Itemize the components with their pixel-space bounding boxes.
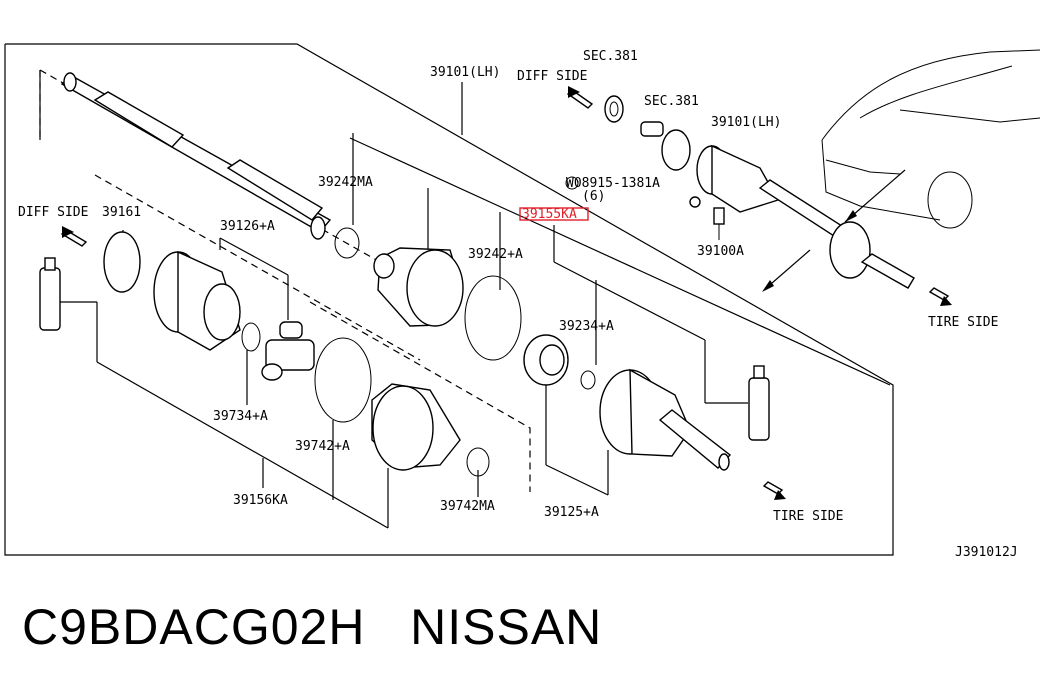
inner-race bbox=[523, 334, 569, 386]
label-39234a: 39234+A bbox=[559, 319, 614, 334]
label-39101-lh-right: 39101(LH) bbox=[711, 115, 781, 130]
boot-lower bbox=[371, 383, 461, 471]
driveshaft-assembly-right bbox=[696, 144, 915, 289]
diagram-frame bbox=[4, 43, 894, 556]
vehicle-location-icon bbox=[821, 49, 1041, 229]
leader-39125a-run bbox=[545, 464, 609, 496]
label-39125a: 39125+A bbox=[544, 505, 599, 520]
label-bolt-qty: (6) bbox=[582, 189, 605, 204]
part-39161-plate bbox=[103, 231, 141, 293]
part-number-caption: C9BDACG02H NISSAN bbox=[22, 599, 603, 655]
label-w08915-1381a: W08915-1381A bbox=[566, 176, 660, 191]
part-39742a-band bbox=[314, 337, 372, 423]
highlight-39155ka bbox=[519, 207, 589, 221]
axis-line-upper bbox=[349, 137, 891, 386]
leader-39126a-run bbox=[219, 237, 289, 276]
label-39242ma: 39242MA bbox=[318, 175, 373, 190]
boot-group-dash bbox=[309, 301, 531, 492]
label-sec381-b: SEC.381 bbox=[644, 94, 699, 109]
label-tire-side-right: TIRE SIDE bbox=[928, 315, 998, 330]
arrow-pointer-icon bbox=[762, 249, 811, 292]
label-39161: 39161 bbox=[102, 205, 141, 220]
label-diff-side-left: DIFF SIDE bbox=[18, 205, 88, 220]
label-39156ka: 39156KA bbox=[233, 493, 288, 508]
label-39155ka: 39155KA bbox=[522, 207, 577, 222]
arrow-diff-side-left-icon bbox=[60, 226, 88, 247]
arrow-tire-side-bottom-icon bbox=[762, 481, 786, 500]
label-39742ma: 39742MA bbox=[440, 499, 495, 514]
joint-group-dash bbox=[94, 174, 421, 361]
tripod-joint bbox=[261, 321, 315, 381]
washer-icon bbox=[689, 196, 701, 208]
label-diff-side-top: DIFF SIDE bbox=[517, 69, 587, 84]
grease-tube-right-icon bbox=[748, 365, 770, 441]
label-39100a: 39100A bbox=[697, 244, 744, 259]
seal-sec381-icon bbox=[604, 95, 624, 123]
leader-39155ka-run bbox=[553, 261, 706, 341]
part-39234a-ring bbox=[580, 370, 596, 390]
part-39734a-ring bbox=[241, 322, 261, 352]
label-39101-lh-top: 39101(LH) bbox=[430, 65, 500, 80]
part-39242a-band bbox=[464, 275, 522, 361]
bolt-39100a-icon bbox=[713, 207, 725, 240]
label-sec381-a: SEC.381 bbox=[583, 49, 638, 64]
arrow-tire-side-right-icon bbox=[928, 287, 952, 306]
label-tire-side-bottom: TIRE SIDE bbox=[773, 509, 843, 524]
part-39126a-housing bbox=[153, 250, 241, 351]
label-39126a: 39126+A bbox=[220, 219, 275, 234]
part-39242ma-clamp bbox=[334, 227, 360, 259]
label-39734a: 39734+A bbox=[213, 409, 268, 424]
label-diagram-code: J391012J bbox=[955, 545, 1018, 560]
grease-tube-left-icon bbox=[39, 257, 61, 331]
drive-shaft bbox=[60, 72, 332, 240]
part-39742ma-clamp bbox=[466, 447, 490, 477]
flange-sec381-icon bbox=[640, 121, 691, 171]
label-39242a: 39242+A bbox=[468, 247, 523, 262]
arrow-diff-side-top-icon bbox=[566, 86, 594, 109]
boot-upper bbox=[373, 247, 464, 327]
leader-39156ka-run bbox=[96, 361, 389, 529]
washer-marker-icon bbox=[565, 176, 579, 190]
part-39125a-outer-joint bbox=[599, 368, 732, 471]
label-39742a: 39742+A bbox=[295, 439, 350, 454]
